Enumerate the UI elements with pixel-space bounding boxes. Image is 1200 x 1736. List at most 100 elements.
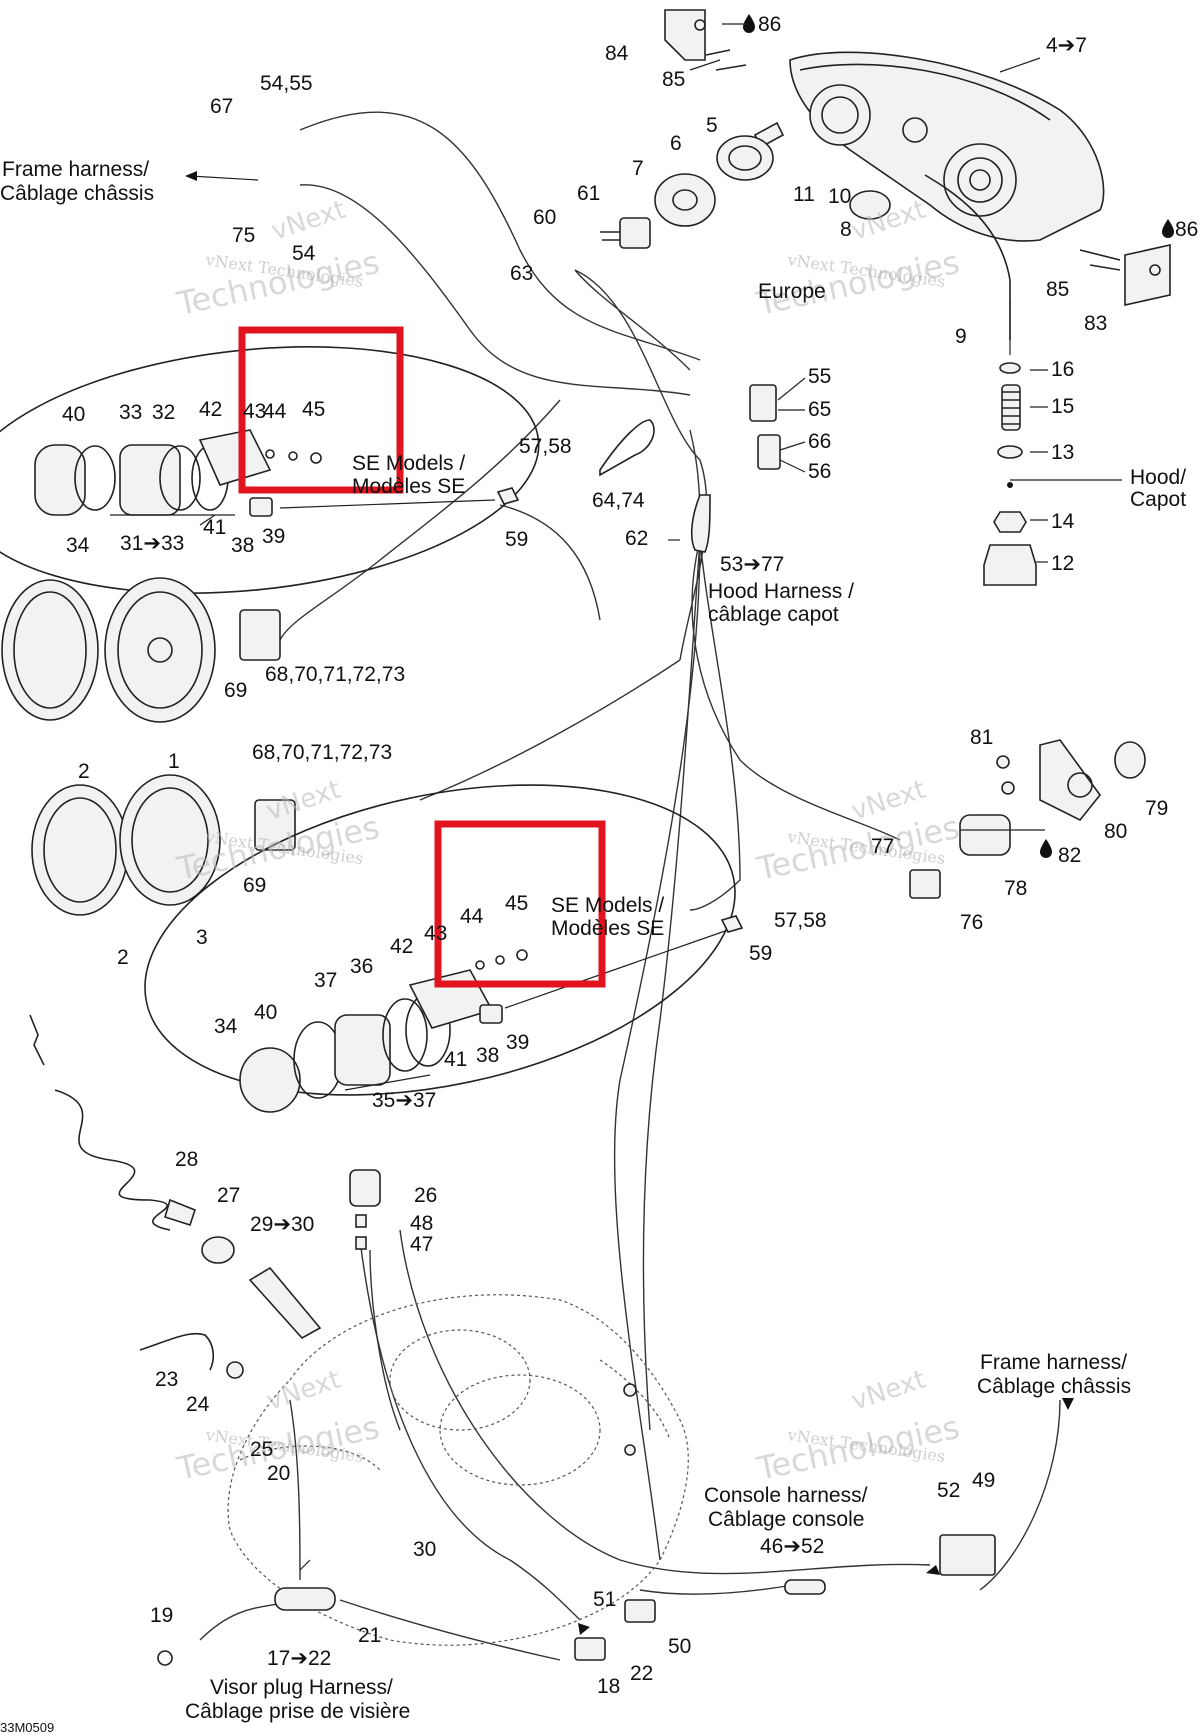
part-3: 3 xyxy=(196,926,208,949)
svg-text:vNext: vNext xyxy=(263,1365,345,1417)
part-5: 5 xyxy=(706,114,718,137)
highlight-box-bottom xyxy=(434,820,606,988)
part-69-top: 69 xyxy=(224,679,247,702)
figure-code: 33M0509 xyxy=(0,1720,54,1735)
part-14: 14 xyxy=(1051,510,1075,533)
frame-harness-bottom-line2: Câblage châssis xyxy=(977,1375,1131,1398)
part-27: 27 xyxy=(217,1184,240,1207)
part-57-58-top: 57,58 xyxy=(519,435,572,458)
part-85-right: 85 xyxy=(1046,278,1069,301)
part-43-top: 43 xyxy=(243,400,266,423)
part-40-top: 40 xyxy=(62,403,85,426)
part-33-top: 33 xyxy=(119,401,142,424)
part-48: 48 xyxy=(410,1212,433,1235)
part-35-37: 35➔37 xyxy=(372,1089,436,1112)
frame-harness-top-line1: Frame harness/ xyxy=(2,158,149,181)
part-54-55: 54,55 xyxy=(260,72,313,95)
hood-connectors xyxy=(690,384,781,553)
mount-stack xyxy=(983,362,1037,586)
hood-harness-line1: Hood Harness / xyxy=(708,580,854,603)
part-68-bottom: 68,70,71,72,73 xyxy=(252,741,392,764)
part-41-bottom: 41 xyxy=(444,1048,467,1071)
part-21: 21 xyxy=(358,1624,381,1647)
part-69-bottom: 69 xyxy=(243,874,266,897)
console-harness-line2: Câblage console xyxy=(708,1508,864,1531)
part-1: 1 xyxy=(168,750,180,773)
part-19: 19 xyxy=(150,1604,173,1627)
part-34-top: 34 xyxy=(66,534,90,557)
part-79: 79 xyxy=(1145,797,1168,820)
console-assembly xyxy=(227,1294,689,1646)
part-22: 22 xyxy=(630,1662,653,1685)
console-harness-line1: Console harness/ xyxy=(704,1484,868,1507)
part-66: 66 xyxy=(808,430,831,453)
harness-arrows xyxy=(185,171,1122,1635)
visor-plug-line1: Visor plug Harness/ xyxy=(210,1676,393,1699)
part-31-33: 31➔33 xyxy=(120,532,184,555)
part-64-74: 64,74 xyxy=(592,489,645,512)
part-2-bottom: 2 xyxy=(117,946,129,969)
part-75: 75 xyxy=(232,224,255,247)
part-17-22: 17➔22 xyxy=(267,1647,331,1670)
switches xyxy=(139,1169,996,1666)
part-7: 7 xyxy=(632,157,644,180)
part-86-top: 86 xyxy=(758,13,781,36)
part-61: 61 xyxy=(577,182,600,205)
part-81: 81 xyxy=(970,726,993,749)
se-models-bottom-group xyxy=(144,784,744,1113)
part-23: 23 xyxy=(155,1368,178,1391)
part-44-top: 44 xyxy=(263,400,287,423)
part-29-30: 29➔30 xyxy=(250,1213,314,1236)
part-41-top: 41 xyxy=(203,516,226,539)
hood-harness-line2: câblage capot xyxy=(708,603,839,626)
lanyard xyxy=(29,1014,322,1340)
part-54: 54 xyxy=(292,242,316,265)
leader-lines xyxy=(110,23,1048,1571)
part-8: 8 xyxy=(840,218,852,241)
part-53-77: 53➔77 xyxy=(720,553,784,576)
part-26: 26 xyxy=(414,1184,437,1207)
part-49: 49 xyxy=(972,1469,995,1492)
part-45-bottom: 45 xyxy=(505,892,528,915)
part-84: 84 xyxy=(605,42,629,65)
part-32: 32 xyxy=(152,401,175,424)
part-51: 51 xyxy=(593,1588,616,1611)
part-38-bottom: 38 xyxy=(476,1044,499,1067)
part-86-right: 86 xyxy=(1175,218,1198,241)
part-46-52: 46➔52 xyxy=(760,1535,824,1558)
part-59-top: 59 xyxy=(505,528,528,551)
part-45-top: 45 xyxy=(302,398,325,421)
part-52: 52 xyxy=(937,1479,960,1502)
se-models-top-group xyxy=(0,346,540,594)
part-82: 82 xyxy=(1058,844,1081,867)
part-12: 12 xyxy=(1051,552,1074,575)
part-11: 11 xyxy=(793,183,815,206)
part-63: 63 xyxy=(510,262,533,285)
part-4-7: 4➔7 xyxy=(1046,34,1087,57)
svg-text:vNext: vNext xyxy=(848,1365,930,1417)
highlight-box-top xyxy=(238,326,404,494)
part-76: 76 xyxy=(960,911,983,934)
frame-harness-top-line2: Câblage châssis xyxy=(0,182,154,205)
part-44-bottom: 44 xyxy=(460,905,484,928)
part-39-bottom: 39 xyxy=(506,1031,529,1054)
part-65: 65 xyxy=(808,398,831,421)
part-9: 9 xyxy=(955,325,967,348)
part-50: 50 xyxy=(668,1635,691,1658)
part-15: 15 xyxy=(1051,395,1074,418)
hood-label-line2: Capot xyxy=(1130,488,1186,511)
gauge-set xyxy=(1,577,296,916)
part-28: 28 xyxy=(175,1148,198,1171)
headlight-assembly xyxy=(789,51,1105,355)
svg-text:vNext: vNext xyxy=(268,195,350,247)
horn-assembly xyxy=(909,739,1146,899)
bulb-parts xyxy=(600,121,785,249)
part-56: 56 xyxy=(808,460,831,483)
part-42-bottom: 42 xyxy=(390,935,413,958)
se-models-bottom-line2: Modèles SE xyxy=(551,917,664,940)
cable-tie xyxy=(599,419,655,477)
part-57-58-bottom: 57,58 xyxy=(774,909,827,932)
part-25: 25 xyxy=(250,1438,273,1461)
se-models-top-line1: SE Models / xyxy=(352,452,465,475)
